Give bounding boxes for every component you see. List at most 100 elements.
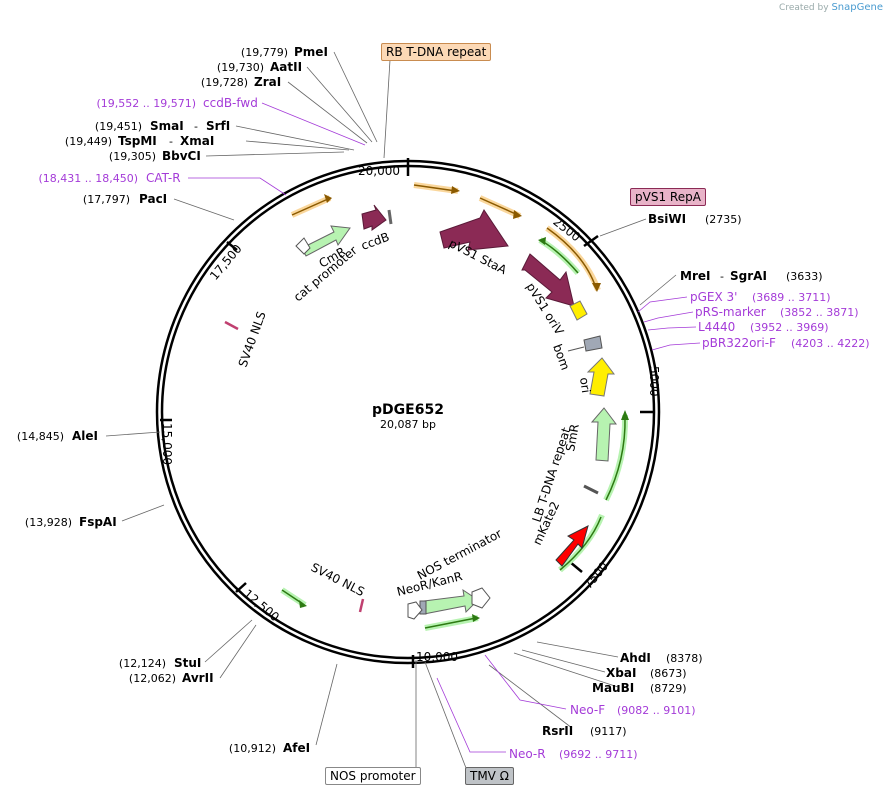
site-rsrii-pos: (9117): [590, 725, 627, 738]
site-pmei-pos: (19,779): [241, 46, 288, 59]
primer-lines: [188, 102, 701, 753]
primer-l4440-name: L4440: [698, 320, 735, 334]
site-rsrii-name: RsrII: [542, 724, 573, 738]
cmr-orange-arc: [290, 194, 332, 218]
site-paci-name: PacI: [139, 192, 167, 206]
sv40-green-arc: [280, 587, 307, 608]
plasmid-name: pDGE652: [372, 402, 444, 418]
site-alei-pos: (14,845): [17, 430, 64, 443]
mkate2-green-arc: [558, 513, 605, 573]
primer-l4440-pos: (3952 .. 3969): [750, 321, 829, 334]
ccdb-marker: [387, 209, 393, 225]
site-stui-pos: (12,124): [119, 657, 166, 670]
tmv-box: TMV Ω: [465, 767, 514, 785]
rb-tdna-arc: [413, 182, 460, 194]
label-bom: bom: [550, 342, 572, 372]
site-smai-pos: (19,451): [95, 120, 142, 133]
primer-ccdb-fwd-name: ccdB-fwd: [203, 96, 258, 110]
site-mrei-name: MreI: [680, 269, 710, 283]
ori-arrow: [586, 357, 615, 397]
site-dash-2: -: [169, 135, 173, 148]
site-afei-name: AfeI: [283, 741, 310, 755]
site-paci-pos: (17,797): [83, 193, 130, 206]
neor-grey-block: [419, 600, 427, 615]
mkate2-arrow: [555, 525, 589, 567]
primer-cat-r-pos: (18,431 .. 18,450): [38, 172, 138, 185]
site-dash-3: -: [720, 270, 724, 283]
label-ori: ori: [577, 376, 593, 393]
site-tspmi-name: TspMI: [118, 134, 157, 148]
site-bbvci-name: BbvCI: [162, 149, 201, 163]
pvs1-staa-arrow: [439, 209, 509, 251]
primer-neo-r-pos: (9692 .. 9711): [559, 748, 638, 761]
smr-green-arc: [603, 410, 629, 502]
yellow-block: [569, 300, 588, 321]
site-xbai-name: XbaI: [606, 666, 636, 680]
tick-label-20000: 20,000: [358, 164, 400, 178]
site-bsiwi-name: BsiWI: [648, 212, 686, 226]
ticks: [160, 158, 653, 668]
snapgene-brand: Created by SnapGene: [779, 2, 883, 13]
pvs1-green-arc: [538, 237, 581, 275]
label-sv40-nls-bottom: SV40 NLS: [309, 560, 367, 599]
primer-neo-f-pos: (9082 .. 9101): [617, 704, 696, 717]
leader-lines: [105, 51, 677, 769]
cmr-arrow: [301, 225, 351, 257]
site-xmai-name: XmaI: [180, 134, 214, 148]
nos-promoter-arrow: [407, 601, 423, 620]
nos-promoter-box: NOS promoter: [325, 767, 421, 785]
pvs1-repa-arc: [478, 195, 601, 292]
site-ahdi-name: AhdI: [620, 651, 651, 665]
site-srfi-name: SrfI: [206, 119, 230, 133]
site-maubi-pos: (8729): [650, 682, 687, 695]
primer-cat-r-name: CAT-R: [146, 171, 181, 185]
label-ccdb: ccdB: [359, 230, 391, 253]
primer-pbr322-pos: (4203 .. 4222): [791, 337, 870, 350]
brand-name: SnapGene: [831, 2, 883, 13]
neor-arrow: [423, 588, 479, 615]
site-avrii-name: AvrII: [182, 671, 214, 685]
site-afei-pos: (10,912): [229, 742, 276, 755]
primer-pgex-pos: (3689 .. 3711): [752, 291, 831, 304]
primer-pbr322-name: pBR322ori-F: [702, 336, 776, 350]
rb-tdna-box: RB T-DNA repeat: [381, 43, 492, 61]
pvs1-repa-box: pVS1 RepA: [630, 188, 706, 206]
primer-pgex-name: pGEX 3': [690, 290, 737, 304]
site-maubi-name: MauBI: [592, 681, 634, 695]
site-fspai-pos: (13,928): [25, 516, 72, 529]
primer-ccdb-fwd-pos: (19,552 .. 19,571): [96, 97, 196, 110]
smr-arrow: [590, 407, 617, 462]
site-zrai-pos: (19,728): [201, 76, 248, 89]
site-stui-name: StuI: [174, 656, 201, 670]
site-avrii-pos: (12,062): [129, 672, 176, 685]
label-smr: SmR: [563, 423, 582, 453]
bom-block: [583, 335, 603, 352]
plasmid-size: 20,087 bp: [380, 418, 436, 431]
brand-prefix: Created by: [779, 3, 829, 13]
primer-prs-pos: (3852 .. 3871): [780, 306, 859, 319]
nos-terminator-arrow: [471, 587, 491, 609]
site-aatii-pos: (19,730): [217, 61, 264, 74]
site-bbvci-pos: (19,305): [109, 150, 156, 163]
primer-neo-r-name: Neo-R: [509, 747, 546, 761]
site-zrai-name: ZraI: [254, 75, 281, 89]
site-mrei-pos: (3633): [786, 270, 823, 283]
neor-green-arc: [424, 614, 480, 631]
site-pmei-name: PmeI: [294, 45, 328, 59]
lb-tdna-mark: [583, 484, 599, 495]
site-xbai-pos: (8673): [650, 667, 687, 680]
ccdb-arrow: [361, 204, 387, 231]
site-bsiwi-pos: (2735): [705, 213, 742, 226]
primer-prs-name: pRS-marker: [695, 305, 766, 319]
tick-label-10000: 10,000: [416, 650, 458, 664]
site-dash-1: -: [194, 120, 198, 133]
site-alei-name: AleI: [72, 429, 98, 443]
primer-neo-f-name: Neo-F: [570, 703, 605, 717]
sv40-nls-bottom-mark: [358, 598, 365, 613]
site-smai-name: SmaI: [150, 119, 184, 133]
site-sgrai-name: SgrAI: [730, 269, 767, 283]
cat-promoter-arrow: [295, 237, 311, 255]
tick-label-5000: 5000: [647, 366, 661, 397]
site-tspmi-pos: (19,449): [65, 135, 112, 148]
